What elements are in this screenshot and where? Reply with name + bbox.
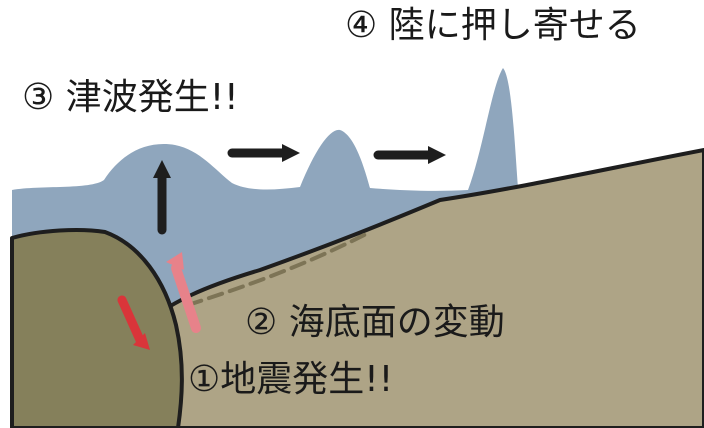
arrow-up-icon bbox=[153, 160, 171, 235]
arrow-right-icon bbox=[227, 144, 300, 162]
step1-label: ①地震発生!! bbox=[188, 359, 394, 400]
arrow-up-pink-icon bbox=[166, 252, 201, 333]
arrow-down-icon bbox=[117, 295, 150, 350]
fault-line bbox=[186, 230, 372, 307]
step2-label: ② 海底面の変動 bbox=[245, 302, 505, 343]
step3-label: ③ 津波発生!! bbox=[22, 77, 239, 118]
arrow-right-icon bbox=[373, 146, 446, 164]
land-plate bbox=[128, 148, 704, 428]
oceanic-plate bbox=[10, 228, 184, 428]
step4-label: ④ 陸に押し寄せる bbox=[345, 5, 641, 46]
